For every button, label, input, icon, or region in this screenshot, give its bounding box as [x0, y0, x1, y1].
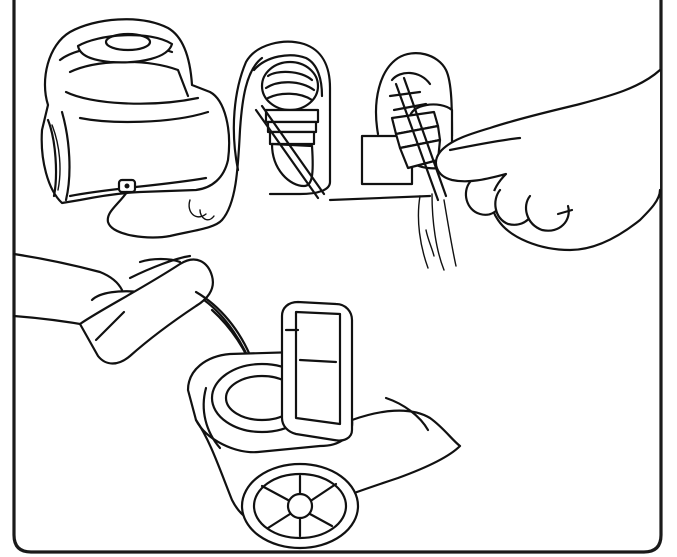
- pour-step-panel: [14, 254, 460, 548]
- hand-pulling-plug-icon: [362, 53, 660, 250]
- draining-water-icon: [418, 194, 456, 270]
- wheel-icon: [242, 464, 358, 548]
- filter-cassette-icon: [282, 302, 352, 441]
- hose-plug-icon: [234, 42, 330, 198]
- vacuum-body-icon: [42, 19, 229, 203]
- drain-step-panel: [42, 19, 660, 270]
